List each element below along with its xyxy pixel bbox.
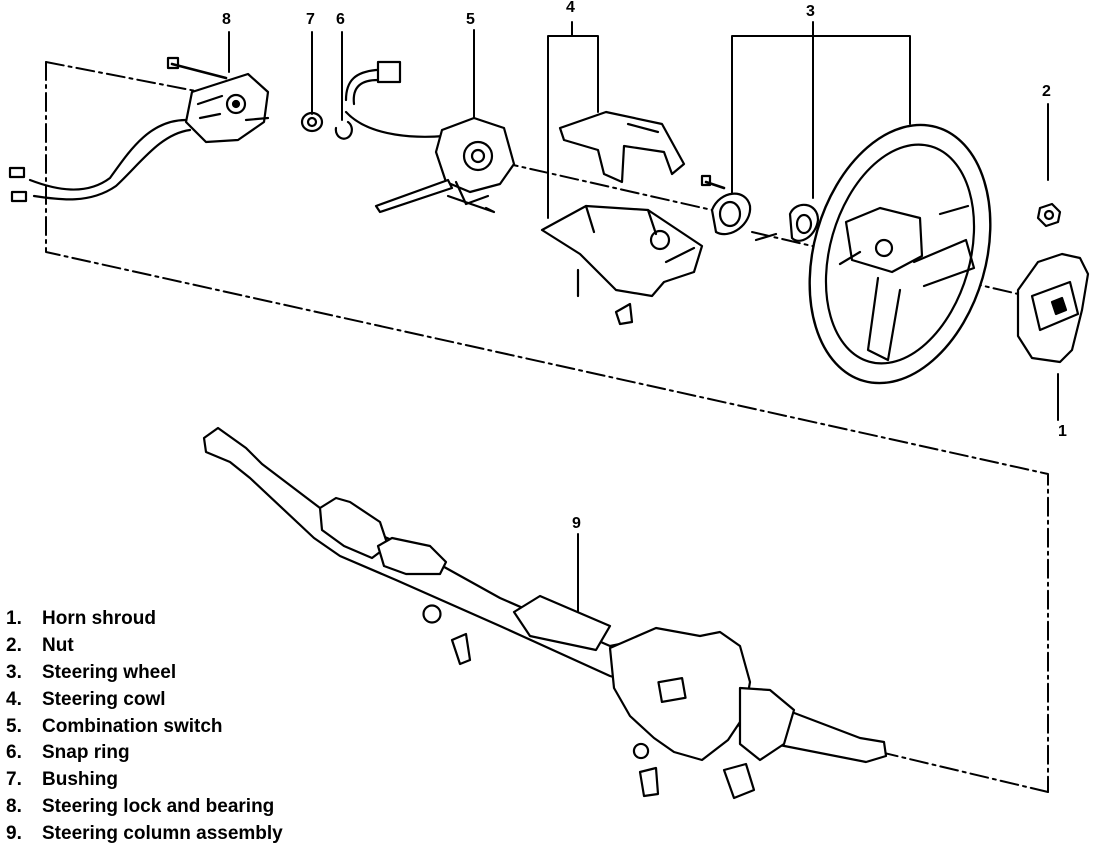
legend-item: 7. Bushing [6, 767, 283, 794]
legend-number: 4. [6, 688, 22, 710]
legend-text: Horn shroud [42, 608, 156, 630]
steering-cowl [540, 110, 704, 326]
legend-text: Bushing [42, 769, 118, 791]
legend-item: 2. Nut [6, 633, 283, 660]
legend-text: Snap ring [42, 742, 130, 764]
legend-item: 6. Snap ring [6, 740, 283, 767]
legend-item: 4. Steering cowl [6, 686, 283, 713]
steering-wheel [808, 123, 992, 385]
steering-column-assembly [202, 426, 888, 800]
legend-number: 2. [6, 635, 22, 657]
legend-text: Steering wheel [42, 661, 177, 683]
legend-number: 5. [6, 715, 22, 737]
parts-legend: 1. Horn shroud 2. Nut 3. Steering wheel 4. S… [6, 606, 283, 844]
contact-ring [700, 174, 752, 236]
legend-number: 7. [6, 769, 22, 791]
legend-number: 1. [6, 608, 22, 630]
callout-3: 3 [806, 3, 815, 20]
legend-item: 1. Horn shroud [6, 606, 283, 633]
legend-number: 6. [6, 742, 22, 764]
legend-text: Combination switch [42, 715, 223, 737]
callout-7: 7 [306, 11, 315, 28]
callout-8: 8 [222, 11, 231, 28]
legend-number: 3. [6, 661, 22, 683]
legend-item: 3. Steering wheel [6, 660, 283, 687]
legend-number: 9. [6, 822, 22, 844]
legend-text: Steering lock and bearing [42, 795, 275, 817]
nut [1036, 202, 1062, 228]
legend-text: Steering column assembly [42, 822, 283, 844]
legend-item: 8. Steering lock and bearing [6, 794, 283, 821]
callout-5: 5 [466, 11, 475, 28]
legend-item: 9. Steering column assembly [6, 820, 283, 844]
callout-2: 2 [1042, 83, 1051, 100]
steering-lock-and-bearing [8, 56, 270, 203]
legend-item: 5. Combination switch [6, 713, 283, 740]
leader-lines [228, 21, 1059, 613]
combination-switch [344, 60, 516, 214]
callout-4: 4 [566, 0, 575, 16]
cancel-cam [754, 203, 820, 242]
legend-text: Steering cowl [42, 688, 166, 710]
snap-ring [334, 120, 353, 140]
legend-number: 8. [6, 795, 22, 817]
callout-9: 9 [572, 515, 581, 532]
legend-text: Nut [42, 635, 74, 657]
callout-1: 1 [1058, 423, 1067, 440]
horn-shroud [1016, 252, 1090, 364]
callout-6: 6 [336, 11, 345, 28]
bushing [300, 111, 324, 133]
